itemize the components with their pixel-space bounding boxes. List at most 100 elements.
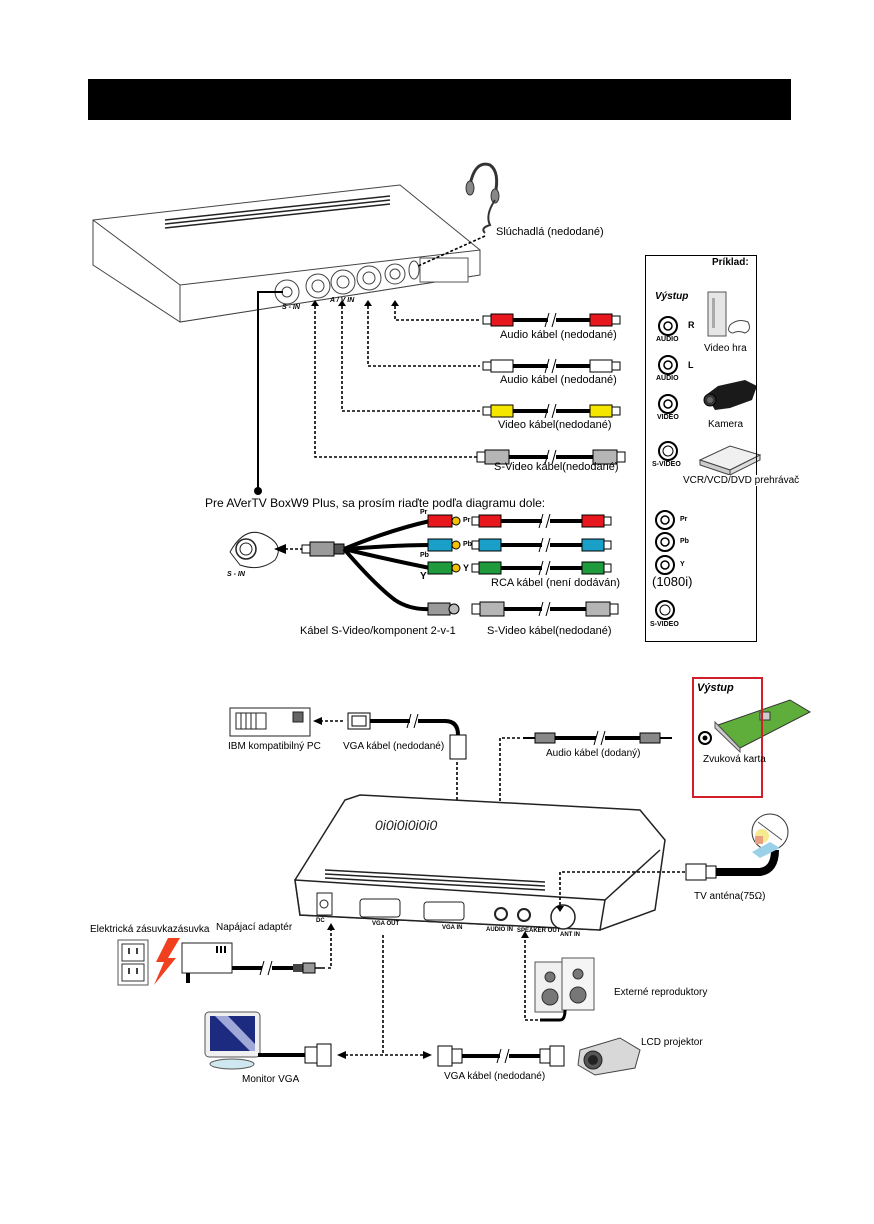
vga-in-cable (347, 712, 467, 760)
port-connections (311, 300, 480, 458)
pc-icon (229, 707, 311, 737)
headphones-icon (465, 162, 500, 234)
port-label-s-in: S - IN (282, 304, 300, 311)
cable-svideo (476, 449, 626, 465)
speakers-icon (534, 957, 595, 1022)
antenna-connection (559, 871, 688, 905)
headphone-connection (417, 235, 486, 267)
adapter-label: Napájací adaptér (216, 922, 293, 933)
rca-cable-label: RCA kábel (není dodáván) (491, 577, 621, 589)
audio-cable-provided (523, 730, 672, 746)
branch-label-pr: Pr (420, 509, 428, 516)
top-device (92, 184, 481, 323)
cable-video-yellow (482, 403, 621, 419)
plus-panel-title: Pre AVerTV BoxW9 Plus, sa prosím riaďte … (205, 496, 546, 510)
vga-in-cable-label: VGA kábel (nedodané) (343, 741, 445, 752)
branch-label-pb: Pb (420, 552, 429, 559)
resolution-label: (1080i) (652, 574, 693, 589)
projector-label: LCD projektor (641, 1037, 703, 1048)
sound-card-icon (714, 699, 812, 754)
svideo-splitter-head (427, 602, 451, 616)
sound-card-label: Zvuková karta (703, 754, 766, 765)
header-bar (88, 79, 791, 120)
example-port-icons (658, 316, 678, 461)
headphones-label: Slúchadlá (nedodané) (496, 226, 604, 238)
speaker-out-connection (524, 935, 540, 1021)
dc-connection (328, 928, 332, 969)
power-cable (232, 960, 325, 976)
output-port-y: Y (680, 561, 685, 568)
cable-label-audio-2: Audio kábel (nedodané) (500, 374, 617, 386)
camcorder-icon (703, 380, 757, 410)
speakers-label: Externé reproduktory (614, 987, 708, 998)
port-label-ant-in: ANT IN (560, 932, 580, 938)
example-port-audio-r: AUDIO (656, 336, 679, 343)
splitter-cable-label: Kábel S-Video/komponent 2-v-1 (300, 625, 456, 637)
vga-out-cable-label: VGA kábel (nedodané) (444, 1071, 546, 1082)
example-port-video: VIDEO (657, 414, 679, 421)
plug-label-pb: Pb (463, 541, 472, 548)
sound-card-output-title: Výstup (697, 682, 734, 694)
antenna-cable (685, 849, 779, 881)
component-pr-head (427, 514, 453, 528)
output-port-pr: Pr (680, 516, 688, 523)
power-adapter-icon (181, 942, 233, 983)
component-output-ports (655, 510, 675, 620)
plus-s-in-label: S - IN (227, 571, 245, 578)
plug-label-pr: Pr (463, 517, 471, 524)
example-title: Príklad: (712, 257, 749, 268)
component-pb-head (427, 538, 453, 552)
port-label-speaker-out: SPEAKER OUT (517, 928, 561, 934)
device-label-vcr: VCR/VCD/DVD prehrávač (683, 475, 800, 486)
outlet-label: Elektrická zásuvkazásuvka (90, 924, 210, 935)
power-outlet-icon (117, 939, 149, 986)
rca-cable-blue (471, 537, 612, 553)
output-port-pb: Pb (680, 538, 689, 545)
s-in-connector-icon (229, 531, 279, 569)
cable-label-video: Video kábel(nedodané) (498, 419, 612, 431)
port-label-av-in: A / V IN (330, 297, 355, 304)
s-in-line (257, 291, 283, 491)
branch-label-y: Y (420, 571, 427, 582)
component-y-head (427, 561, 453, 575)
example-port-audio-l: AUDIO (656, 375, 679, 382)
port-label-dc: DC (316, 918, 325, 924)
game-console-icon (707, 291, 750, 337)
monitor-icon (204, 1011, 261, 1070)
plug-label-y: Y (463, 563, 470, 573)
s-in-dot (254, 487, 262, 495)
device-label-camera: Kamera (708, 419, 744, 430)
pc-label: IBM kompatibilný PC (228, 741, 321, 752)
monitor-label: Monitor VGA (242, 1074, 300, 1085)
port-label-audio-in: AUDIO IN (486, 927, 513, 933)
example-output-title: Výstup (655, 291, 689, 302)
audio-cable-label: Audio kábel (dodaný) (546, 748, 641, 759)
example-port-r: R (688, 320, 695, 330)
cable-label-audio-1: Audio kábel (nedodané) (500, 329, 617, 341)
monitor-vga-cable (258, 1043, 332, 1067)
rca-cable-red (471, 513, 612, 529)
vga-out-cable (437, 1045, 565, 1067)
tv-antenna-icon (751, 813, 789, 858)
antenna-label: TV anténa(75Ω) (694, 891, 766, 902)
dvd-player-icon (698, 445, 762, 476)
port-label-vga-in: VGA IN (442, 925, 463, 931)
sound-card-output-box (692, 677, 763, 798)
svg-text:0i0i0i0i0i0: 0i0i0i0i0i0 (375, 817, 437, 833)
bottom-device: 0i0i0i0i0i0 (294, 794, 666, 931)
lightning-icon (154, 938, 180, 985)
cable-label-svideo: S-Video kábel(nedodané) (494, 461, 619, 473)
cable-audio-white (482, 358, 621, 374)
rca-cable-green (471, 560, 612, 576)
panel-svideo-cable (471, 601, 619, 617)
device-label-video-game: Video hra (704, 343, 747, 354)
example-port-l: L (688, 360, 694, 370)
plus-svideo-cable-label: S-Video kábel(nedodané) (487, 625, 612, 637)
lcd-projector-icon (577, 1037, 641, 1076)
output-port-svideo: S-VIDEO (650, 621, 679, 628)
port-label-vga-out: VGA OUT (372, 921, 400, 927)
cable-audio-red (482, 312, 621, 328)
splitter-head (301, 541, 345, 557)
example-box (645, 255, 757, 642)
